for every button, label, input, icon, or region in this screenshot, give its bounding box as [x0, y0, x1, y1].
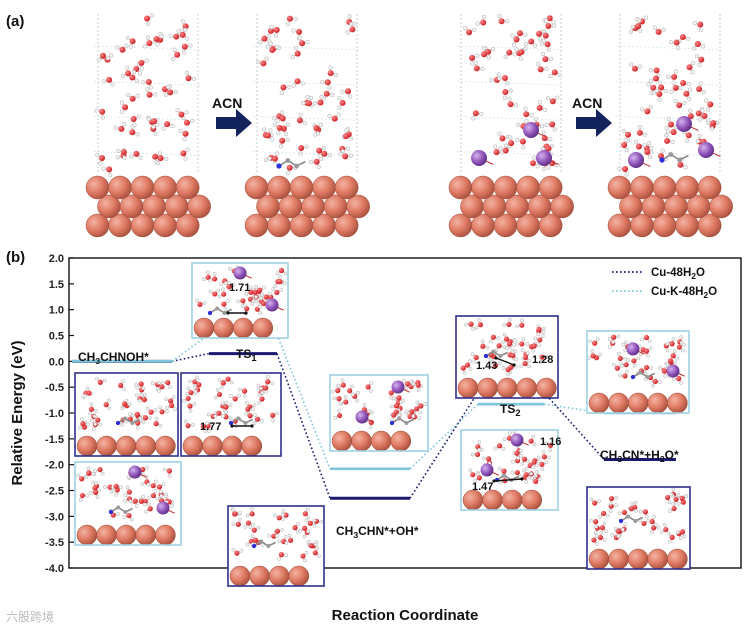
distance-arrow	[493, 478, 523, 482]
connector-cu-0	[171, 352, 210, 363]
snapshot-a-3	[448, 13, 574, 238]
inset-frame	[586, 330, 690, 414]
connector-cu-3	[543, 391, 605, 461]
inset-snapshot-6	[329, 374, 429, 452]
inset-snapshot-1	[191, 262, 289, 339]
y-tick-label: 1.5	[49, 279, 64, 291]
state-label-5: CH3CN*+H2O*	[600, 448, 679, 464]
x-axis-label: Reaction Coordinate	[332, 607, 479, 624]
snapshot-a-2	[244, 14, 370, 238]
y-tick-label: -2.0	[45, 460, 64, 472]
inset-snapshot-2	[74, 372, 179, 457]
inset-frame	[227, 505, 325, 587]
connector-cuk-1	[276, 334, 331, 470]
y-tick-label: 0.0	[49, 356, 64, 368]
connector-cu-2	[409, 391, 479, 499]
y-tick-label: -1.0	[45, 408, 64, 420]
y-tick-label: -0.5	[45, 382, 64, 394]
y-tick-label: -2.5	[45, 486, 64, 498]
panel-label-a: (a)	[6, 13, 24, 30]
connectors	[171, 333, 605, 499]
distance-label: 1.28	[532, 354, 553, 366]
y-tick-label: 0.5	[49, 331, 64, 343]
inset-frame	[329, 374, 429, 452]
arrow-label-1: ACN	[212, 95, 242, 111]
inset-frame	[586, 486, 691, 570]
legend-label-1: Cu-48H2O	[651, 267, 705, 281]
y-axis-label: Relative Energy (eV)	[9, 340, 26, 485]
inset-frame	[455, 315, 559, 399]
state-label-4: TS2	[500, 402, 521, 418]
y-tick-label: -4.0	[45, 563, 64, 575]
connector-cu-1	[276, 353, 331, 499]
inset-frame	[191, 262, 289, 339]
y-tick-label: -3.0	[45, 511, 64, 523]
y-tick-label: -3.5	[45, 537, 64, 549]
distance-arrow	[495, 357, 515, 366]
state-label-2: TS1	[236, 347, 257, 363]
distance-label: 1.71	[229, 282, 250, 294]
panel-a-snapshots	[85, 13, 733, 238]
inset-snapshot-5	[227, 505, 325, 587]
state-label-3: CH3CHN*+OH*	[336, 524, 419, 540]
inset-snapshot-3	[180, 372, 282, 457]
inset-frame	[460, 429, 559, 511]
arrow-label-2: ACN	[572, 95, 602, 111]
distance-label: 1.43	[476, 360, 497, 372]
state-label-1: CH3CHNOH*	[78, 350, 149, 366]
legend: Cu-48H2O Cu-K-48H2O	[612, 267, 717, 300]
snapshot-a-4	[607, 14, 733, 238]
inset-snapshot-7	[455, 315, 559, 399]
arrow-2	[576, 109, 612, 137]
distance-label: 1.77	[200, 421, 221, 433]
inset-frame	[74, 461, 182, 546]
inset-snapshot-4	[74, 461, 182, 546]
y-tick-label: -1.5	[45, 434, 64, 446]
distance-labels: 1.71 1.77 1.43 1.28 1.16 1.47	[200, 282, 561, 493]
y-axis: 2.0 1.5 1.0 0.5 0.0 -0.5 -1.0 -1.5 -2.0 -2.5 -3.0 -…	[45, 253, 74, 575]
inset-snapshot-10	[586, 486, 691, 570]
watermark: 六股跨境	[6, 609, 54, 624]
inset-snapshot-8	[460, 429, 559, 511]
distance-label: 1.47	[472, 481, 493, 493]
inset-frame	[74, 372, 179, 457]
legend-label-2: Cu-K-48H2O	[651, 286, 717, 300]
inset-frame	[180, 372, 282, 457]
snapshot-a-1	[85, 13, 211, 238]
y-tick-label: 1.0	[49, 305, 64, 317]
snapshot-insets	[74, 262, 691, 587]
y-tick-label: 2.0	[49, 253, 64, 265]
arrow-1	[216, 109, 252, 137]
panel-label-b: (b)	[6, 249, 25, 266]
distance-label: 1.16	[540, 436, 561, 448]
inset-snapshot-9	[586, 330, 690, 414]
